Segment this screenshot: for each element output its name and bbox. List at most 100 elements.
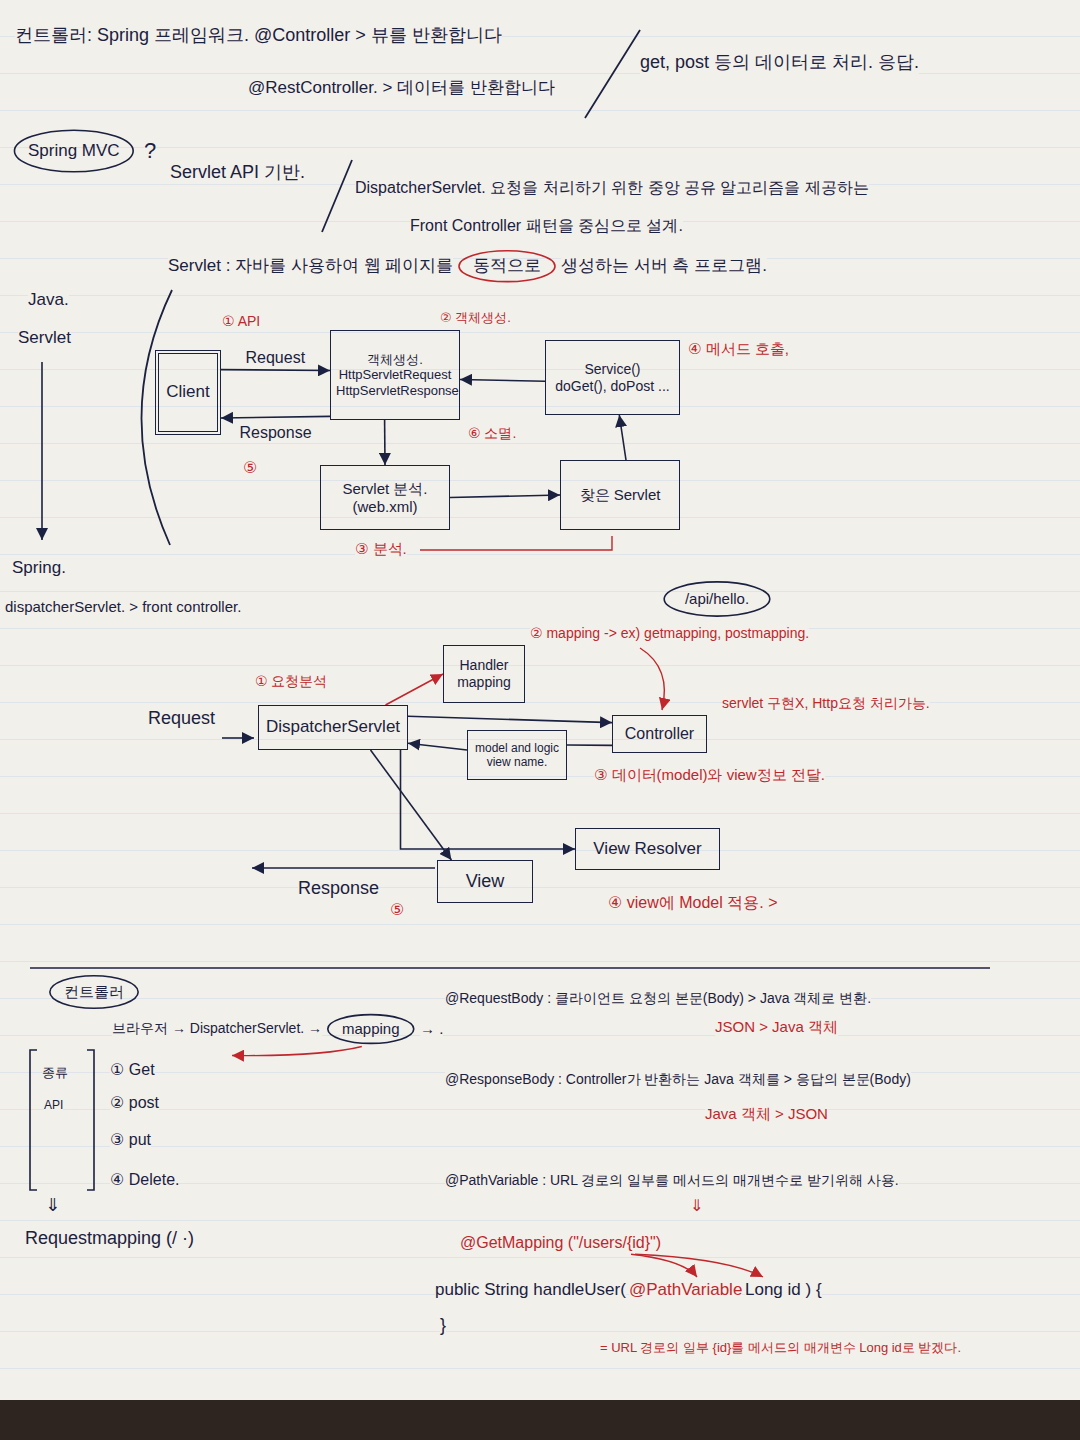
process-box: 객체생성.HttpServletRequestHttpServletRespon… (330, 330, 460, 420)
bracket (87, 1050, 94, 1190)
note-text: ② post (110, 1093, 159, 1112)
process-box: View (437, 860, 533, 903)
circled-term: mapping (326, 1013, 416, 1045)
annotation-text: servlet 구현X, Http요청 처리가능. (722, 695, 930, 712)
node-text: HttpServletRequest (336, 367, 454, 383)
annotation-text: ⑤ (243, 458, 257, 477)
annotation-text: ③ 데이터(model)와 view정보 전달. (594, 766, 825, 784)
leader-arrow (640, 648, 664, 710)
annotation-text: ⑤ (390, 900, 404, 919)
note-text: ? (144, 138, 156, 164)
note-text: @PathVariable : URL 경로의 일부를 메서드의 매개변수로 받… (445, 1172, 899, 1189)
note-text: Spring. (12, 558, 66, 578)
node-text: HttpServletResponse (336, 383, 454, 399)
annotation-text: Java 객체 > JSON (705, 1105, 828, 1123)
connector-arrow (371, 750, 452, 860)
note-text: ⇓ (45, 1195, 60, 1217)
node-text: 객체생성. (336, 352, 454, 368)
annotation-text: ② mapping -> ex) getmapping, postmapping… (530, 625, 809, 642)
edge-label: Request (244, 348, 308, 367)
node-text: model and logic view name. (473, 741, 561, 770)
annotation-text: = URL 경로의 일부 {id}를 메서드의 매개변수 Long id로 받겠… (600, 1340, 961, 1356)
section-divider (30, 967, 990, 969)
note-text: Requestmapping (/ ·) (25, 1228, 194, 1250)
note-text: Servlet : 자바를 사용하여 웹 페이지를 (168, 256, 453, 276)
note-text: ① Get (110, 1060, 155, 1079)
node-text: doGet(), doPost ... (551, 378, 674, 395)
connector-arrow (450, 495, 560, 498)
ellipse-shape (328, 1014, 414, 1043)
request-arrow (222, 737, 254, 739)
process-box: Client (155, 350, 221, 435)
connector-arrow (384, 420, 386, 465)
ellipse-shape (14, 130, 133, 171)
leader-line (420, 536, 612, 550)
slash-divider (322, 160, 352, 232)
table-edge (0, 1400, 1080, 1440)
process-box: View Resolver (575, 828, 720, 870)
note-text: API (44, 1098, 63, 1112)
ellipse-shape (459, 251, 555, 282)
circled-term: 컨트롤러 (48, 974, 140, 1010)
annotation-text: ③ 분석. (355, 540, 407, 558)
leader-arrow (232, 1047, 362, 1056)
annotation-text: ④ 메서드 호출, (688, 340, 789, 358)
process-box: 찾은 Servlet (560, 460, 680, 530)
node-text: 컨트롤러 (64, 983, 124, 1001)
node-text: Servlet 분석. (326, 480, 444, 498)
process-box: model and logic view name. (467, 730, 567, 780)
node-text: (web.xml) (326, 498, 444, 516)
process-box: Servlet 분석.(web.xml) (320, 465, 450, 530)
node-text: mapping (342, 1020, 400, 1038)
node-text: Controller (618, 724, 701, 743)
bracket (30, 1050, 37, 1190)
edge-label: Response (238, 423, 314, 442)
node-text: Service() (551, 361, 674, 378)
node-text: Client (164, 382, 212, 402)
node-text: View (443, 871, 527, 893)
node-text: DispatcherServlet (264, 717, 402, 737)
process-box: Handler mapping (443, 645, 525, 703)
connector-arrow (386, 674, 444, 705)
connector-arrow (408, 716, 612, 722)
note-text: @RestController. > 데이터를 반환합니다 (248, 78, 555, 98)
note-text: Long id ) { (745, 1280, 822, 1300)
note-text: @RequestBody : 클라이언트 요청의 본문(Body) > Java… (445, 990, 871, 1007)
note-text: ③ put (110, 1130, 151, 1149)
annotation-text: ④ view에 Model 적용. > (608, 893, 778, 912)
annotation-text: ① API (222, 313, 260, 330)
connector-arrow (619, 415, 626, 460)
connector-arrow (221, 416, 330, 418)
slash-divider (585, 30, 640, 118)
ellipse-shape (50, 976, 138, 1008)
annotation-text: ② 객체생성. (440, 310, 511, 326)
annotation-text: JSON > Java 객체 (715, 1018, 838, 1036)
note-text: 컨트롤러: Spring 프레임워크. @Controller > 뷰를 반환합… (15, 25, 502, 47)
node-text: Spring MVC (28, 141, 120, 161)
connector-arrow (221, 369, 330, 371)
ellipse-shape (664, 582, 770, 616)
note-text: → . (420, 1020, 443, 1038)
node-text: Handler mapping (449, 657, 519, 691)
node-text: 동적으로 (473, 256, 541, 276)
process-box: DispatcherServlet (258, 705, 408, 750)
note-text: ④ Delete. (110, 1170, 179, 1189)
leader-arrow (635, 1254, 763, 1277)
annotation-text: ① 요청분석 (255, 673, 327, 690)
connector-arrow (460, 380, 545, 382)
note-text: public String handleUser( (435, 1280, 626, 1300)
node-text: View Resolver (581, 839, 714, 859)
connector-arrow (567, 744, 612, 746)
note-text: 브라우저 → DispatcherServlet. → (112, 1020, 322, 1037)
annotation-text: @GetMapping ("/users/{id}") (460, 1233, 661, 1252)
annotation-text: @PathVariable (629, 1280, 742, 1300)
progress-arrow (41, 362, 43, 540)
note-text: DispatcherServlet. 요청을 처리하기 위한 중앙 공유 알고리… (355, 178, 869, 197)
circled-term: /api/hello. (662, 580, 772, 618)
process-box: Service()doGet(), doPost ... (545, 340, 680, 415)
note-text: Java. (28, 290, 69, 310)
response-arrow (252, 867, 435, 869)
note-text: @ResponseBody : Controller가 반환하는 Java 객체… (445, 1071, 911, 1088)
connector-arrow (408, 743, 467, 750)
